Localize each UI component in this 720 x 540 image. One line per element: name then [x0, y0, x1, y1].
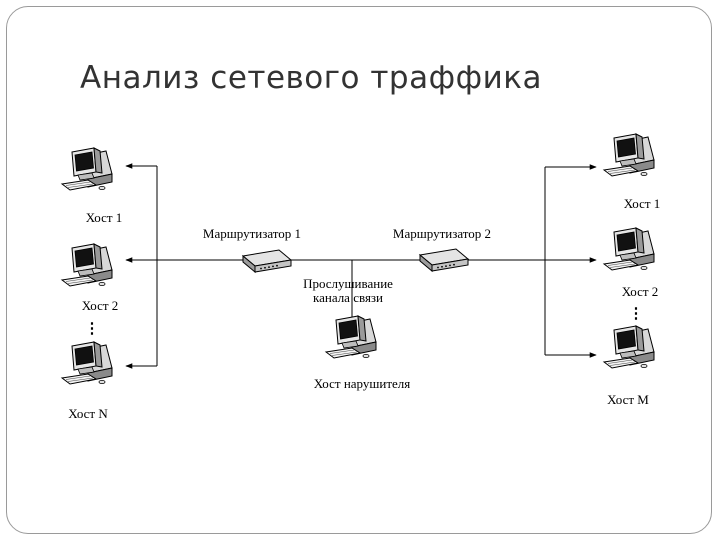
tap-label-line1: Прослушивание — [303, 276, 393, 291]
router-icon — [242, 249, 292, 273]
computer-icon — [603, 227, 655, 271]
computer-icon — [603, 133, 655, 177]
computer-icon — [61, 147, 113, 191]
right-host-m: Хост М — [603, 325, 655, 407]
tap-label-line2: канала связи — [313, 290, 383, 305]
slide-frame — [6, 6, 712, 534]
left-host-1: Хост 1 — [61, 147, 123, 225]
left-host-2: Хост 2 — [61, 243, 119, 313]
left-ellipsis: ⋮ — [85, 321, 100, 337]
left-host-n: Хост N — [61, 341, 113, 421]
right-ellipsis: ⋮ — [629, 306, 644, 322]
right-host-2-label: Хост 2 — [622, 284, 659, 299]
computer-icon — [603, 325, 655, 369]
slide-title: Анализ сетевого траффика — [80, 60, 542, 96]
router-icon — [419, 248, 469, 272]
left-host-n-label: Хост N — [68, 406, 108, 421]
right-host-m-label: Хост М — [607, 392, 649, 407]
router-2: Маршрутизатор 2 — [393, 226, 491, 272]
left-host-1-label: Хост 1 — [86, 210, 123, 225]
right-host-1: Хост 1 — [603, 133, 661, 211]
router-2-label: Маршрутизатор 2 — [393, 226, 491, 241]
intruder-host: Хост нарушителя — [314, 315, 411, 391]
intruder-host-label: Хост нарушителя — [314, 376, 411, 391]
computer-icon — [61, 341, 113, 385]
router-1: Маршрутизатор 1 — [203, 226, 301, 273]
computer-icon — [61, 243, 113, 287]
right-host-1-label: Хост 1 — [624, 196, 661, 211]
right-host-2: Хост 2 — [603, 227, 659, 299]
left-host-2-label: Хост 2 — [82, 298, 119, 313]
computer-icon — [325, 315, 377, 359]
router-1-label: Маршрутизатор 1 — [203, 226, 301, 241]
connection-lines — [125, 163, 597, 369]
